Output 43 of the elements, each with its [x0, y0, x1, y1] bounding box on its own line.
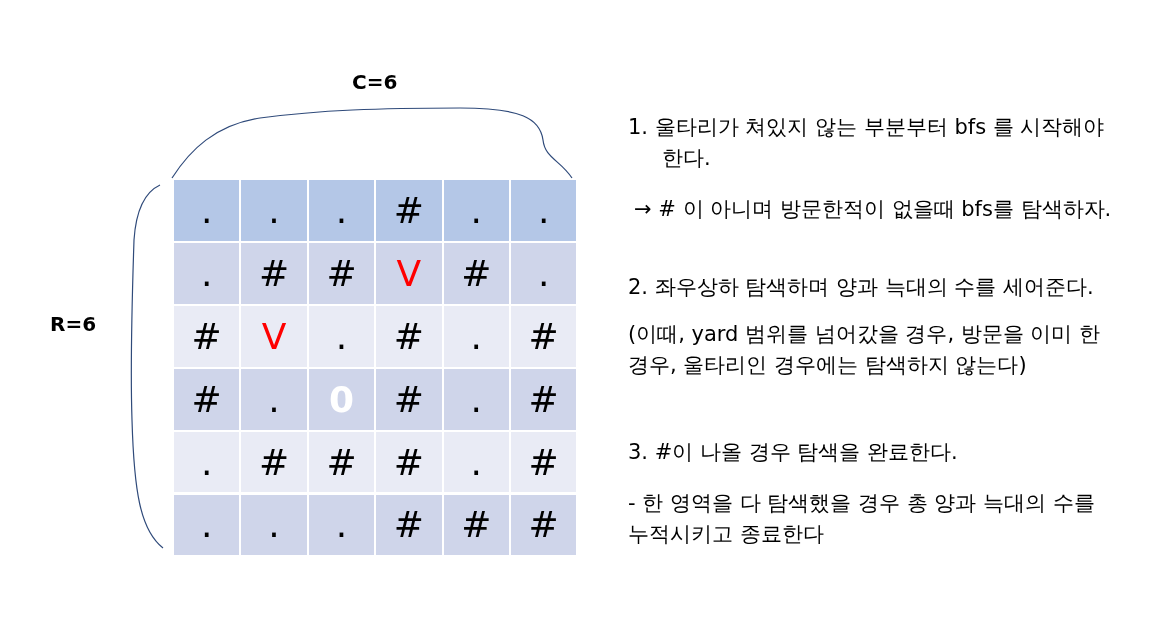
grid-cell: .: [174, 242, 240, 304]
grid-cell: .: [443, 368, 509, 430]
grid-cell: .: [443, 180, 509, 241]
note-text: 2. 좌우상하 탐색하며 양과 늑대의 수를 세어준다.: [628, 274, 1095, 301]
grid-cell: V: [241, 305, 307, 367]
grid-cell: #: [511, 431, 577, 493]
grid-cell: .: [241, 180, 307, 241]
note-text: 3. #이 나올 경우 탐색을 완료한다.: [628, 439, 959, 466]
grid-cell: #: [308, 431, 375, 493]
grid-cell: .: [443, 431, 509, 493]
grid-cell: #: [241, 242, 307, 304]
grid-cell: #: [376, 494, 442, 556]
note-text: - 한 영역을 다 탐색했을 경우 총 양과 늑대의 수를 누적시키고 종료한다: [628, 490, 1096, 548]
grid-cell: .: [174, 180, 240, 241]
grid-cell: .: [511, 242, 577, 304]
grid-cell: .: [241, 494, 307, 556]
note-text: → # 이 아니며 방문한적이 없을때 bfs를 탐색하자.: [633, 196, 1113, 223]
grid-cell: #: [308, 242, 375, 304]
grid-cell: .: [241, 368, 307, 430]
grid-cell: #: [443, 494, 509, 556]
grid-cell: .: [511, 180, 577, 241]
grid-cell: #: [376, 305, 442, 367]
grid-cell: #: [174, 305, 240, 367]
grid-cell: #: [443, 242, 509, 304]
grid-cell: .: [308, 180, 375, 241]
grid-cell: #: [376, 368, 442, 430]
grid-cell: .: [308, 494, 375, 556]
grid-cell: #: [376, 180, 442, 241]
grid-cell: #: [376, 431, 442, 493]
grid-cell: #: [511, 494, 577, 556]
grid-cell: .: [308, 305, 375, 367]
grid-cell: #: [241, 431, 307, 493]
dimension-label: C=6: [352, 70, 398, 94]
grid-cell: #: [511, 305, 577, 367]
grid-cell: .: [174, 431, 240, 493]
grid-cell: #: [174, 368, 240, 430]
grid-cell: #: [511, 368, 577, 430]
note-text: 1. 울타리가 쳐있지 않는 부분부터 bfs 를 시작해야 한다.: [628, 114, 1106, 172]
grid-cell: .: [174, 494, 240, 556]
grid-cell: V: [376, 242, 442, 304]
dimension-label: R=6: [50, 312, 97, 336]
note-text: (이때, yard 범위를 넘어갔을 경우, 방문을 이미 한 경우, 울타리인 경우에는 탐색하지 않는다): [628, 321, 1102, 379]
grid-cell: .: [443, 305, 509, 367]
